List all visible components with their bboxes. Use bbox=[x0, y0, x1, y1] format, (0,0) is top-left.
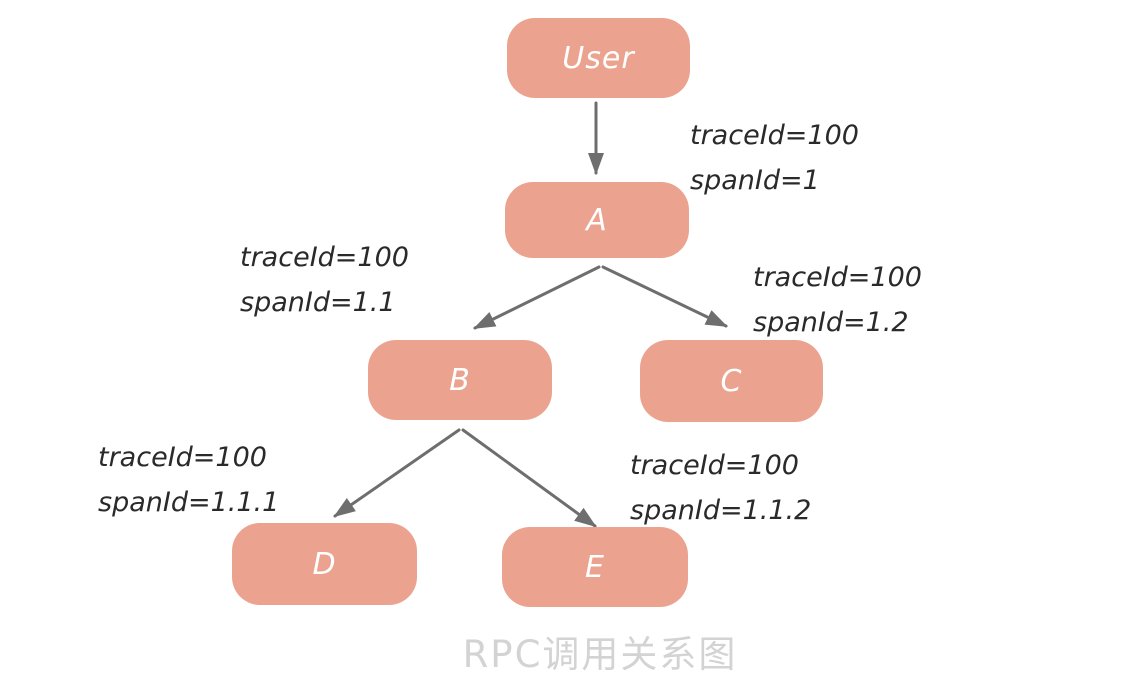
node-user: User bbox=[507, 18, 690, 98]
edge-a-b-arrow bbox=[473, 265, 601, 330]
node-a-label: A bbox=[586, 202, 608, 238]
edge-label-b-e: traceId=100 spanId=1.1.2 bbox=[630, 443, 811, 533]
node-d: D bbox=[232, 523, 417, 605]
edge-b-e-arrow bbox=[461, 428, 597, 528]
node-d-label: D bbox=[312, 546, 337, 582]
node-e: E bbox=[502, 527, 688, 607]
edge-a-c-arrow bbox=[601, 265, 728, 328]
edge-label-a-b: traceId=100 spanId=1.1 bbox=[240, 235, 409, 325]
edge-label-user-a: traceId=100 spanId=1 bbox=[690, 113, 859, 203]
diagram-title: RPC调用关系图 bbox=[462, 633, 738, 676]
edge-a-c-traceid: traceId=100 bbox=[753, 262, 922, 293]
edge-b-d-traceid: traceId=100 bbox=[98, 442, 267, 473]
edge-b-d-spanid: spanId=1.1.1 bbox=[98, 487, 280, 518]
edge-b-e-traceid: traceId=100 bbox=[630, 450, 799, 481]
edge-label-b-d: traceId=100 spanId=1.1.1 bbox=[98, 435, 279, 525]
node-c: C bbox=[640, 340, 823, 422]
node-user-label: User bbox=[562, 40, 635, 76]
node-c-label: C bbox=[720, 363, 743, 399]
edge-a-c-spanid: spanId=1.2 bbox=[753, 307, 909, 338]
edge-user-a-spanid: spanId=1 bbox=[690, 165, 820, 196]
node-e-label: E bbox=[585, 549, 605, 585]
edge-user-a-traceid: traceId=100 bbox=[690, 120, 859, 151]
edge-label-a-c: traceId=100 spanId=1.2 bbox=[753, 255, 922, 345]
node-a: A bbox=[505, 182, 689, 258]
edge-b-e-spanid: spanId=1.1.2 bbox=[630, 495, 812, 526]
node-b-label: B bbox=[449, 362, 471, 398]
edge-b-d-arrow bbox=[333, 428, 461, 518]
edge-a-b-spanid: spanId=1.1 bbox=[240, 287, 396, 318]
edge-a-b-traceid: traceId=100 bbox=[240, 242, 409, 273]
node-b: B bbox=[368, 340, 552, 420]
